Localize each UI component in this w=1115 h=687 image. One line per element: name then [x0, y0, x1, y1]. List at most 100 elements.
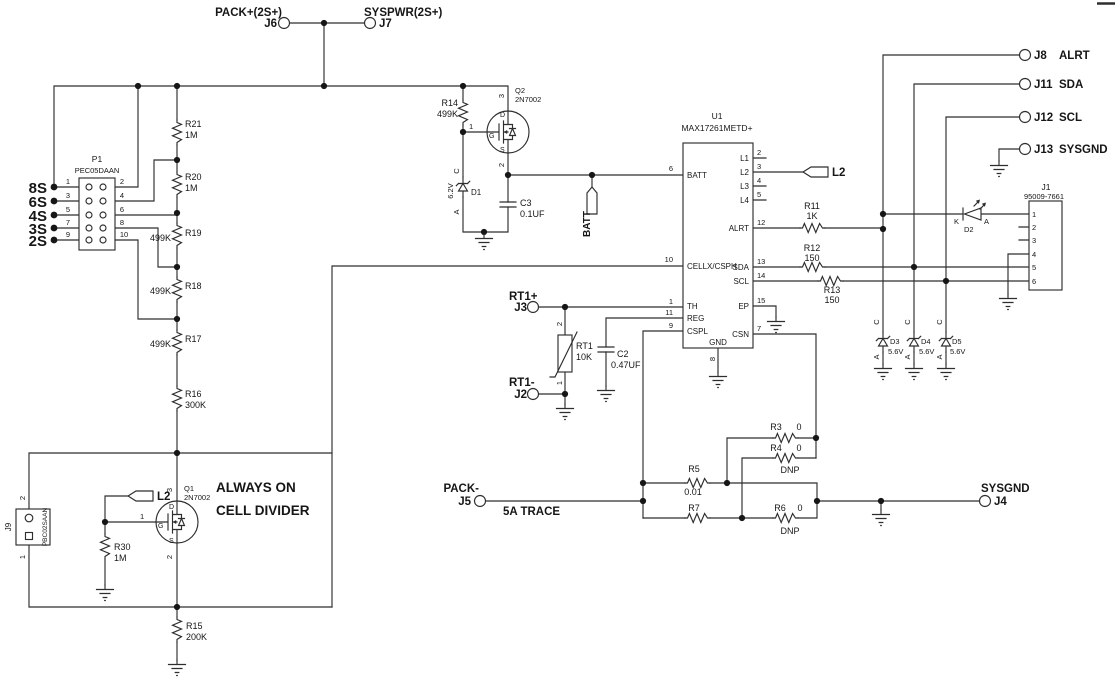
q2-pin2-label: 2: [497, 163, 506, 167]
r15-ref-label: R15: [186, 621, 203, 631]
rt1-strike: [549, 331, 578, 378]
net-tag-l2-u1: [801, 166, 829, 178]
net-label-syspwr: SYSPWR(2S+): [364, 7, 442, 19]
q2-part-label: 2N7002: [515, 95, 541, 104]
r19-ref-label: R19: [185, 228, 202, 238]
junction-dot: [942, 277, 950, 285]
junction-dot: [101, 518, 109, 526]
batt-tag-label: BATT: [582, 211, 593, 237]
p1-connector: [78, 177, 116, 251]
r20-ref-label: R20: [185, 172, 202, 182]
terminal-j4: [978, 494, 992, 508]
d3-value-label: 5.6V: [888, 347, 903, 356]
r6-value-label: 0: [797, 503, 802, 513]
junction-dot: [173, 82, 181, 90]
resistor-r21-symbol: [171, 119, 183, 146]
ground-icon: [998, 293, 1018, 311]
q2-ref-label: Q2: [515, 86, 525, 95]
net-label-alrt: ALRT: [1059, 50, 1090, 62]
ground-symbols: [95, 160, 1018, 677]
ground-icon: [95, 584, 115, 602]
junction-dot: [639, 479, 647, 487]
note-line2: CELL DIVIDER: [216, 503, 310, 518]
j1-body: [1028, 200, 1063, 291]
r4-dnp-label: DNP: [780, 465, 799, 475]
net-tag-batt: [586, 186, 598, 215]
rt1-ref-label: RT1: [576, 341, 593, 351]
d3-cathode-label: C: [872, 319, 881, 325]
net-bullet-3s: [50, 224, 58, 232]
r14-ref-label: R14: [441, 98, 458, 108]
p1-part-label: PEC05DAAN: [75, 166, 120, 175]
j1-pin-number: 5: [1032, 263, 1036, 272]
u1-ref-label: U1: [712, 111, 723, 121]
junction-dot: [173, 263, 181, 271]
terminal-j13: [1018, 142, 1032, 156]
resistor-r4-symbol: [772, 452, 799, 464]
u1-pin-number: 12: [757, 218, 765, 227]
d2-cathode-label: K: [954, 217, 959, 226]
u1-pin-cspl: CSPL: [687, 327, 708, 336]
led-d2-symbol: [962, 199, 986, 221]
r6-dnp-label: DNP: [780, 526, 799, 536]
r12-ref-label: R12: [804, 243, 821, 253]
junction-dot: [320, 82, 328, 90]
net-label-rt1-plus: RT1+: [509, 291, 538, 303]
d2-anode-label: A: [984, 217, 989, 226]
ground-icon: [904, 363, 924, 381]
rt1-pin2-label: 2: [555, 322, 564, 326]
r18-ref-label: R18: [185, 281, 202, 291]
q1-gate-label: G: [158, 523, 163, 530]
d1-anode-label: A: [452, 209, 461, 214]
junction-dot: [459, 128, 467, 136]
d4-cathode-label: C: [903, 319, 912, 325]
j9-pin1-label: 1: [18, 555, 27, 559]
resistor-r7-symbol: [684, 512, 711, 524]
terminal-j5: [473, 494, 487, 508]
trace-note-label: 5A TRACE: [503, 506, 560, 518]
u1-pin-number: 13: [757, 257, 765, 266]
u1-pin-reg: REG: [687, 314, 704, 323]
r17-value-label: 499K: [150, 339, 171, 349]
p1-pin-number: 1: [66, 177, 70, 186]
junction-dot: [879, 225, 887, 233]
u1-pin-cellx: CELLX/CSPH: [687, 262, 737, 271]
u1-pin-number: 15: [757, 296, 765, 305]
terminal-j3: [526, 300, 540, 314]
junction-dot: [639, 497, 647, 505]
junction-dot: [173, 603, 181, 611]
p1-pin-number: 7: [66, 218, 70, 227]
r6-ref-label: R6: [774, 503, 786, 513]
net-label-pack-minus: PACK-: [443, 483, 479, 495]
wire-bundle-sense-network: [485, 437, 980, 519]
r7-ref-label: R7: [688, 503, 700, 513]
net-tag-l2-q1: [126, 490, 154, 502]
net-label-8s: 8S: [29, 180, 47, 197]
r3-value-label: 0: [796, 422, 801, 432]
p1-pin-number: 5: [66, 205, 70, 214]
q2-source-label: S: [500, 147, 505, 154]
r15-value-label: 200K: [186, 632, 207, 642]
junction-dot: [320, 19, 328, 27]
j1-pin-number: 3: [1032, 236, 1036, 245]
p1-pin: [99, 224, 107, 232]
rt1-value-label: 10K: [576, 352, 592, 362]
u1-pin-number: 10: [665, 255, 673, 264]
r11-ref-label: R11: [804, 201, 820, 211]
p1-pin: [99, 211, 107, 219]
u1-pin-gnd: GND: [709, 338, 727, 347]
p1-pin-number: 9: [66, 230, 70, 239]
u1-pin-th: TH: [687, 302, 698, 311]
rt1-pin1-label: 1: [555, 381, 564, 385]
u1-pin-csn: CSN: [732, 330, 749, 339]
net-label-pack-plus: PACK+(2S+): [215, 7, 282, 19]
terminal-circles: [277, 16, 1032, 508]
terminal-j12: [1018, 110, 1032, 124]
net-label-3s: 3S: [29, 221, 47, 238]
j11-ref-label: J11: [1034, 79, 1053, 91]
note-line1: ALWAYS ON: [216, 480, 296, 495]
resistor-r12-symbol: [799, 261, 826, 273]
u1-pin-number: 11: [665, 308, 673, 317]
u1-body: [682, 142, 754, 349]
junction-dot: [877, 497, 885, 505]
